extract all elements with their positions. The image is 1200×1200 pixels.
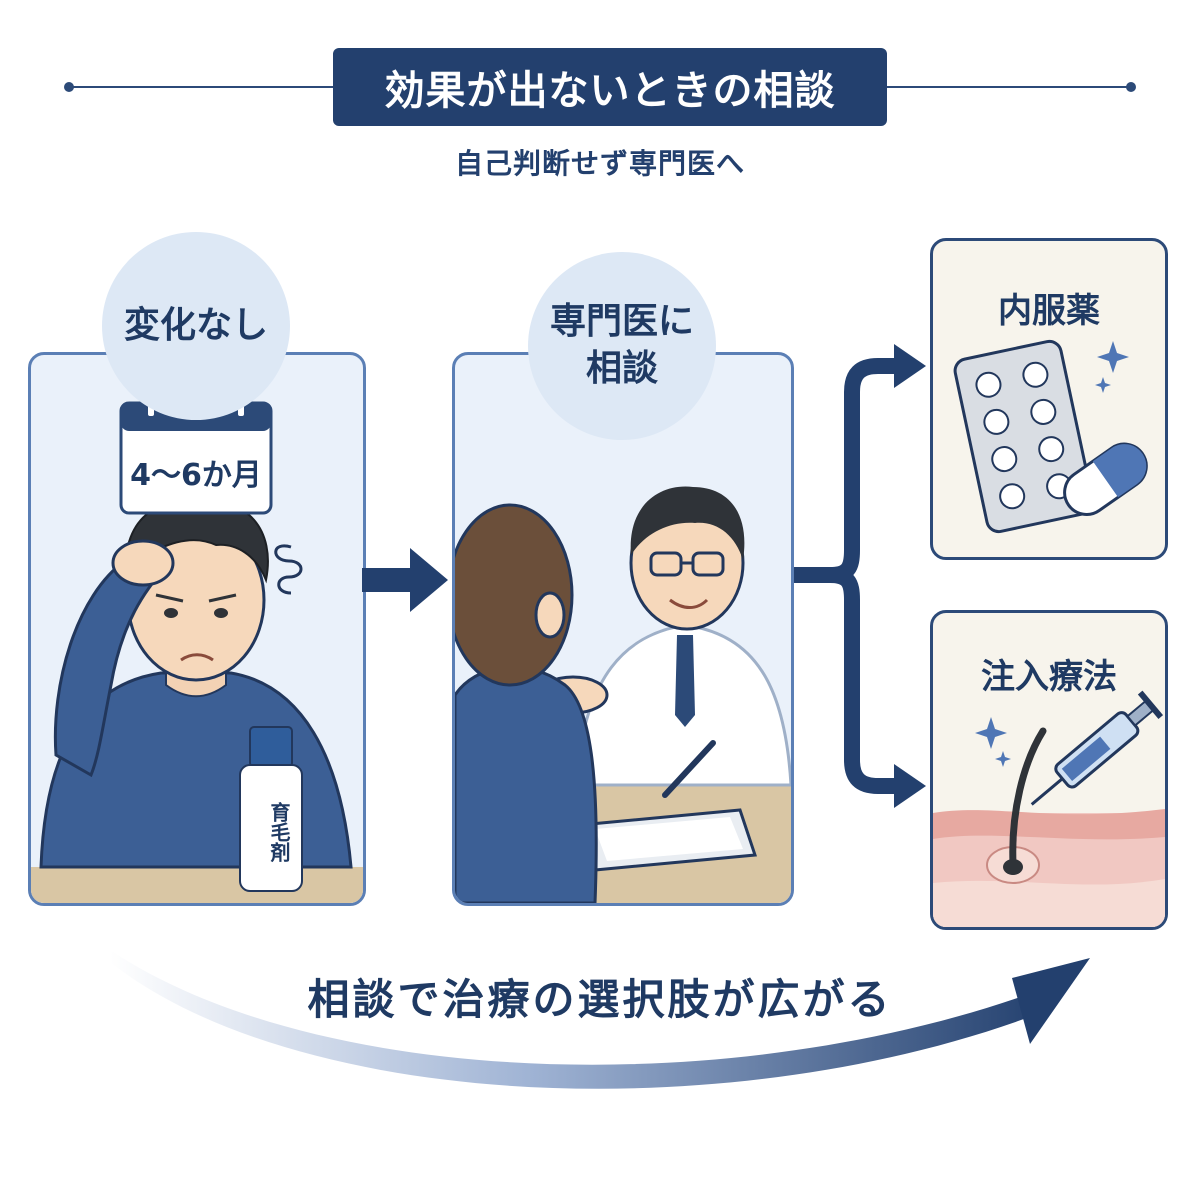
title-rule-left: [70, 86, 333, 88]
option-label-injection-therapy: 注入療法: [981, 657, 1117, 697]
panel-consult-specialist: [452, 352, 794, 906]
label-no-change: 変化なし: [102, 232, 290, 420]
doctor-consultation-illustration: [455, 486, 791, 903]
label-consult-line2: 相談: [585, 348, 658, 389]
panel-no-change: 育毛剤 4〜6か月: [28, 352, 366, 906]
footer-message: 相談で治療の選択肢が広がる: [307, 975, 893, 1024]
option-card-injection-therapy: 注入療法: [930, 610, 1168, 930]
calendar-period: 4〜6か月: [130, 458, 262, 493]
label-consult-line1: 専門医に: [549, 301, 694, 343]
bottle-icon: [239, 726, 303, 892]
arrow-right-icon: [362, 548, 448, 612]
page-subtitle: 自己判断せず専門医へ: [454, 147, 745, 180]
swoosh-arrow-icon: [110, 950, 1090, 1089]
label-consult-specialist: 専門医に 相談: [528, 252, 716, 440]
syringe-scalp-icon: [933, 690, 1165, 927]
title-rule-dot-right: [1126, 82, 1136, 92]
page-title: 効果が出ないときの相談: [333, 48, 887, 126]
pill-pack-icon: [953, 339, 1148, 534]
option-label-oral-medicine: 内服薬: [998, 291, 1100, 331]
title-rule-dot-left: [64, 82, 74, 92]
option-card-oral-medicine: 内服薬: [930, 238, 1168, 560]
branch-arrow-icon: [794, 344, 926, 808]
bottle-label: 育毛剤: [267, 802, 291, 862]
title-rule-right: [887, 86, 1130, 88]
